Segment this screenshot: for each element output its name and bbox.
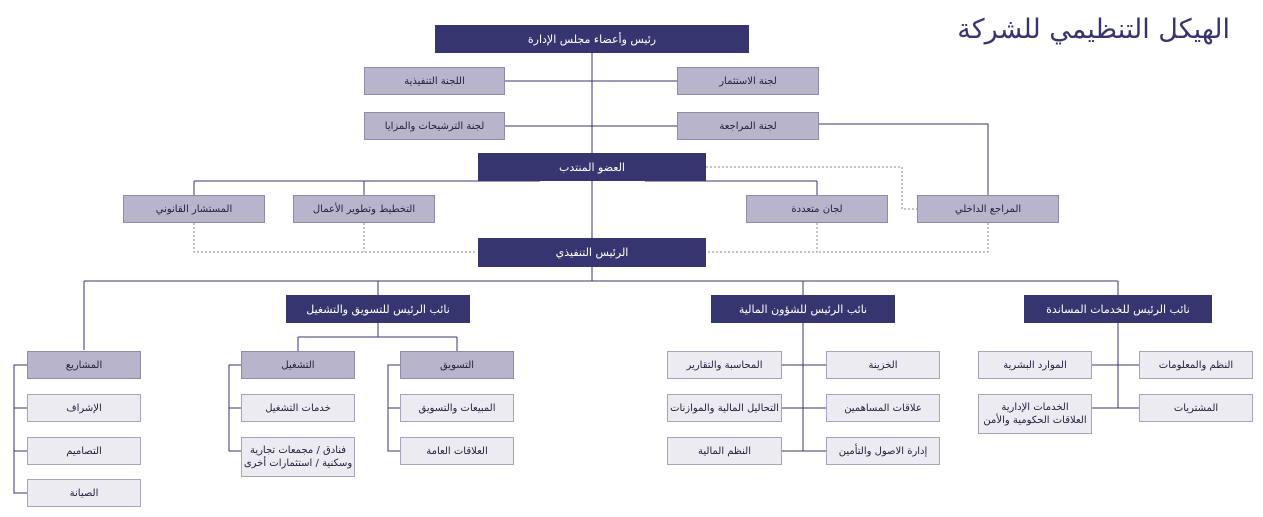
audit-committee-label: لجنة المراجعة [719,120,777,132]
planning-box: التخطيط وتطوير الأعمال [293,195,435,223]
admin-services-box: الخدمات الإدارية العلاقات الحكومية والأم… [978,394,1092,434]
internal-audit-box: المراجع الداخلي [917,195,1059,223]
planning-label: التخطيط وتطوير الأعمال [312,203,416,215]
executive-committee-label: اللجنة التنفيذية [404,75,465,87]
admin-services-label-line1: الخدمات الإدارية [1001,402,1069,413]
executive-committee-box: اللجنة التنفيذية [364,67,505,95]
supervision-box: الإشراف [27,394,141,422]
managing-director-label: العضو المنتدب [559,160,625,174]
marketing-box: التسويق [400,351,514,379]
legal-advisor-box: المستشار القانوني [123,195,265,223]
page-title: الهيكل التنظيمي للشركة [957,14,1230,45]
designs-label: التصاميم [66,445,102,457]
investment-committee-label: لجنة الاستثمار [719,75,777,87]
vp-marketing-ops-label: نائب الرئيس للتسويق والتشغيل [306,302,450,316]
managing-director-box: العضو المنتدب [478,153,706,181]
procurement-label: المشتريات [1173,402,1219,414]
internal-audit-label: المراجع الداخلي [954,203,1022,215]
public-relations-label: العلاقات العامة [426,445,488,457]
nominations-committee-box: لجنة الترشيحات والمزايا [364,112,505,140]
vp-finance-label: نائب الرئيس للشؤون المالية [738,302,868,316]
shareholder-relations-box: علاقات المساهمين [826,394,940,422]
systems-info-label: النظم والمعلومات [1158,359,1234,371]
sales-marketing-box: المبيعات والتسويق [400,394,514,422]
supervision-label: الإشراف [66,402,102,414]
board-label: رئيس وأعضاء مجلس الإدارة [527,32,657,46]
vp-support-box: نائب الرئيس للخدمات المساندة [1024,295,1212,323]
maintenance-label: الصيانة [69,487,99,499]
operations-services-label: خدمات التشغيل [265,402,331,414]
various-committees-box: لجان متعددة [746,195,888,223]
accounting-reports-label: المحاسبة والتقارير [686,359,763,371]
systems-info-box: النظم والمعلومات [1139,351,1253,379]
maintenance-box: الصيانة [27,479,141,507]
admin-services-label-line2: العلاقات الحكومية والأمن [983,415,1087,426]
financial-systems-box: النظم المالية [667,437,782,465]
operations-box: التشغيل [241,351,355,379]
treasury-label: الخزينة [868,359,898,371]
ceo-box: الرئيس التنفيذي [478,238,706,267]
projects-label: المشاريع [65,359,103,371]
financial-systems-label: النظم المالية [698,445,751,457]
marketing-label: التسويق [439,359,475,371]
hotels-label-line1: فنادق / مجمعات تجارية [249,445,347,456]
vp-finance-box: نائب الرئيس للشؤون المالية [711,295,895,323]
audit-committee-box: لجنة المراجعة [677,112,819,140]
human-resources-label: الموارد البشرية [1003,359,1067,371]
nominations-committee-label: لجنة الترشيحات والمزايا [384,120,485,132]
financial-analysis-label: التحاليل المالية والموازنات [670,402,779,414]
investment-committee-box: لجنة الاستثمار [677,67,819,95]
procurement-box: المشتريات [1139,394,1253,422]
operations-services-box: خدمات التشغيل [241,394,355,422]
vp-support-label: نائب الرئيس للخدمات المساندة [1046,302,1190,316]
legal-advisor-label: المستشار القانوني [155,203,233,215]
vp-marketing-ops-box: نائب الرئيس للتسويق والتشغيل [286,295,470,323]
human-resources-box: الموارد البشرية [978,351,1092,379]
ceo-label: الرئيس التنفيذي [555,246,629,259]
hotels-box: فنادق / مجمعات تجارية وسكنية / استثمارات… [241,437,355,477]
financial-analysis-box: التحاليل المالية والموازنات [667,394,782,422]
various-committees-label: لجان متعددة [791,203,843,215]
operations-label: التشغيل [281,359,315,371]
hotels-label-line2: وسكنية / استثمارات أخرى [243,458,353,469]
sales-marketing-label: المبيعات والتسويق [418,402,496,414]
treasury-box: الخزينة [826,351,940,379]
accounting-reports-box: المحاسبة والتقارير [667,351,782,379]
projects-box: المشاريع [27,351,141,379]
board-box: رئيس وأعضاء مجلس الإدارة [435,25,749,53]
designs-box: التصاميم [27,437,141,465]
public-relations-box: العلاقات العامة [400,437,514,465]
shareholder-relations-label: علاقات المساهمين [844,402,922,414]
assets-insurance-box: إدارة الاصول والتأمين [826,437,940,465]
assets-insurance-label: إدارة الاصول والتأمين [838,445,928,457]
